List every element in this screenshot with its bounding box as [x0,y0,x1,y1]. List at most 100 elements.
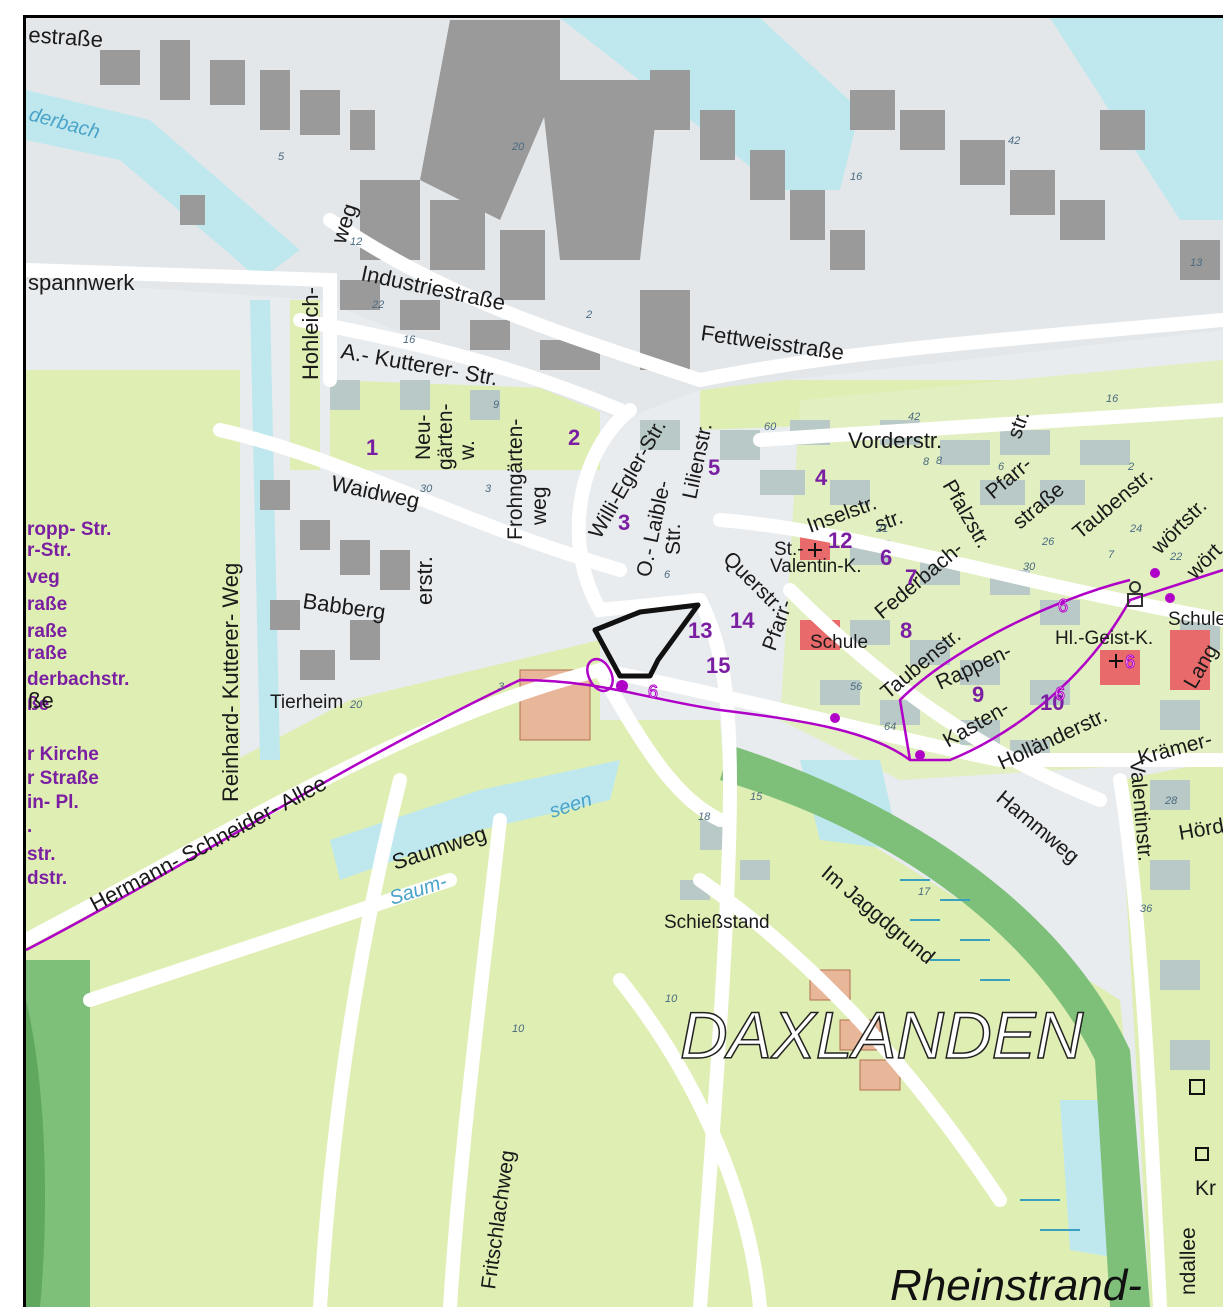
bus-stops[interactable] [616,568,1175,760]
svg-text:28: 28 [1164,795,1178,807]
svg-text:raße: raße [27,643,67,664]
svg-text:22: 22 [371,299,384,311]
marker-7[interactable]: 7 [905,565,917,590]
svg-text:18: 18 [698,811,711,823]
street-label: Neu- [412,414,435,460]
highlighted-parcel[interactable] [592,602,701,679]
svg-text:r-Str.: r-Str. [27,540,71,561]
svg-text:6: 6 [998,461,1005,473]
svg-text:10: 10 [665,993,678,1005]
svg-text:r Kirche: r Kirche [27,744,99,765]
svg-text:13: 13 [1190,257,1203,269]
street-label: Frohngärten- [504,419,527,540]
svg-text:3: 3 [485,483,492,495]
svg-text:derbachstr.: derbachstr. [27,669,129,690]
district-label-daxlanden: DAXLANDEN [680,998,1084,1072]
street-label: weg [528,486,551,526]
street-index-fragment: ropp- Str. r-Str. veg raße raße raße der… [27,519,129,889]
point-markers[interactable]: 1 2 3 4 5 6 7 8 9 10 12 13 14 15 [366,425,1064,715]
street-label: Vorderstr. [848,428,942,453]
street-label: w. [456,440,479,461]
svg-text:12: 12 [350,236,362,248]
marker-15[interactable]: 15 [706,653,730,678]
roads [19,213,1223,1312]
square-symbols [1189,1079,1209,1161]
green-belt [720,745,1150,1307]
svg-text:5: 5 [278,151,285,163]
svg-text:24: 24 [1129,523,1142,535]
marker-9[interactable]: 9 [972,682,984,707]
svg-text:10: 10 [512,1023,525,1035]
route-labels: 6 6 6 6 [648,596,1136,705]
svg-text:7: 7 [1108,549,1115,561]
street-label: Str. [662,523,685,555]
svg-text:ropp- Str.: ropp- Str. [27,519,111,540]
place-label-rheinstrand: Rheinstrand- [890,1261,1142,1307]
marker-14[interactable]: 14 [730,608,755,633]
marker-3[interactable]: 3 [618,510,630,535]
place-label-schule: Schule [1168,609,1223,630]
svg-text:6: 6 [648,682,658,702]
svg-text:6: 6 [1055,684,1065,704]
svg-text:.: . [27,816,32,837]
svg-text:str.: str. [27,844,56,865]
buildings [100,20,1220,680]
svg-text:6: 6 [1058,596,1068,616]
marker-2[interactable]: 2 [568,425,580,450]
marker-5[interactable]: 5 [708,455,720,480]
marker-6[interactable]: 6 [880,545,892,570]
place-label-spannwerk: spannwerk [28,270,135,295]
svg-text:ße: ße [27,694,49,715]
svg-text:30: 30 [1023,561,1036,573]
street-label: gärten- [434,403,457,470]
bus-route-6[interactable] [25,568,1223,952]
svg-text:in- Pl.: in- Pl. [27,792,79,813]
marker-13[interactable]: 13 [688,618,712,643]
street-label: Kr [1195,1177,1216,1200]
street-label: Hohleich- [298,287,323,380]
svg-text:20: 20 [511,141,525,153]
svg-text:2: 2 [1127,461,1134,473]
svg-text:56: 56 [850,681,863,693]
church-icon [808,543,1123,668]
svg-text:16: 16 [850,171,863,183]
svg-text:16: 16 [1106,393,1119,405]
place-label-schiessstand: Schießstand [664,912,770,933]
svg-text:9: 9 [493,399,499,411]
svg-text:16: 16 [403,334,416,346]
svg-text:8: 8 [936,455,943,467]
house-numbers: 20 42 16 5 2 9 16 22 12 13 60 42 16 8 20… [278,135,1203,1035]
marker-1[interactable]: 1 [366,435,378,460]
svg-text:6: 6 [1125,652,1135,672]
svg-text:60: 60 [764,421,777,433]
street-label: ße [28,688,54,713]
street-label: Reinhard- Kutterer- Weg [218,563,243,802]
svg-text:36: 36 [1140,903,1153,915]
svg-text:15: 15 [750,791,763,803]
street-label: estraße [28,22,104,52]
svg-text:21: 21 [875,523,888,535]
svg-text:42: 42 [908,411,920,423]
svg-text:17: 17 [918,886,931,898]
place-label-church: Hl.-Geist-K. [1055,628,1153,649]
marker-10[interactable]: 10 [1040,690,1064,715]
place-label-schule: Schule [810,632,868,653]
street-label: ndallee [1177,1227,1200,1295]
monument-icon [1127,581,1143,607]
svg-text:42: 42 [1008,135,1020,147]
svg-text:veg: veg [27,567,60,588]
marker-12[interactable]: 12 [828,528,852,553]
marker-8[interactable]: 8 [900,618,912,643]
svg-text:2: 2 [585,309,592,321]
svg-text:r Straße: r Straße [27,768,99,789]
svg-text:dstr.: dstr. [27,868,67,889]
marker-4[interactable]: 4 [815,465,828,490]
svg-text:22: 22 [1169,551,1182,563]
svg-text:30: 30 [420,483,433,495]
wetland-marks [900,879,1080,1231]
place-label-tierheim: Tierheim [270,692,343,713]
street-label: erstr. [412,556,437,605]
svg-text:3: 3 [498,681,505,693]
svg-text:raße: raße [27,621,67,642]
